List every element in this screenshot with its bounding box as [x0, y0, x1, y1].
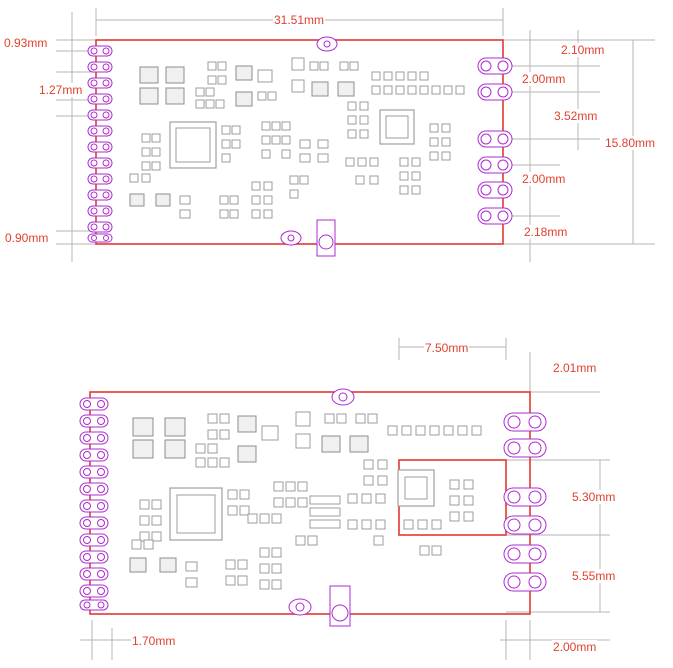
dim-left-bottom-label: 1.70mm — [131, 634, 177, 648]
dim-shield-offset-label: 7.50mm — [424, 341, 470, 355]
top-components — [129, 57, 465, 219]
top-right-pin-row — [477, 57, 513, 225]
dim-right-gap1-label: 5.30mm — [571, 490, 617, 504]
dim-bottom-right-top-label: 2.01mm — [552, 361, 598, 375]
bottom-components — [129, 411, 482, 590]
bottom-left-pin-row — [79, 397, 109, 611]
dim-right-gap2-label: 5.55mm — [571, 569, 617, 583]
bottom-edge-pins — [288, 388, 355, 627]
dim-right-pitch1-label: 2.00mm — [521, 72, 567, 86]
bottom-view-dimension-lines — [80, 338, 610, 660]
dim-bottom-margin-label: 0.90mm — [4, 231, 50, 245]
top-left-pin-row — [87, 45, 113, 243]
dim-height-label: 15.80mm — [604, 136, 657, 150]
top-view — [56, 8, 655, 262]
dim-top-margin-label: 0.93mm — [3, 36, 49, 50]
dim-width-label: 31.51mm — [273, 13, 326, 27]
bottom-view — [79, 338, 610, 660]
dim-right-bottom-label: 2.18mm — [523, 225, 569, 239]
dim-pin-pitch-label: 1.27mm — [38, 83, 84, 97]
dim-right-gap-label: 3.52mm — [553, 109, 599, 123]
dim-bottom-right-bottom-label: 2.00mm — [552, 640, 598, 654]
top-edge-pins — [280, 36, 338, 257]
bottom-right-pin-row — [503, 412, 547, 592]
dim-right-pitch2-label: 2.00mm — [521, 172, 567, 186]
dim-right-top-label: 2.10mm — [560, 43, 606, 57]
